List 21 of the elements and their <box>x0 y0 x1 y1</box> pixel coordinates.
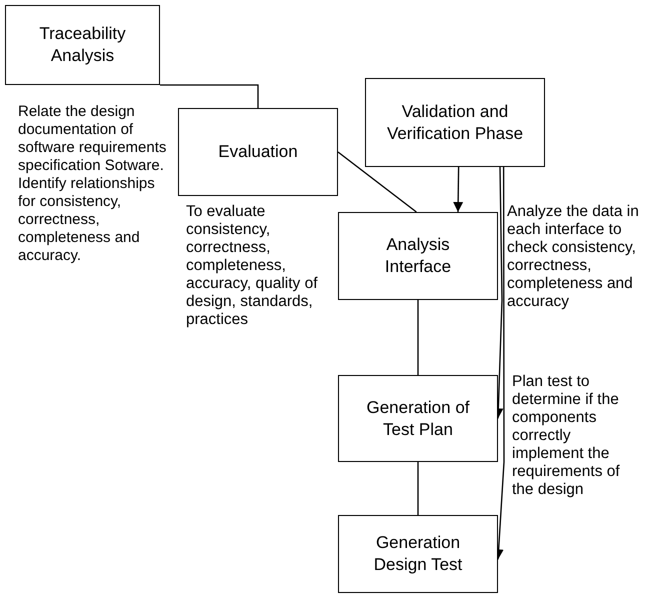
description-text: Plan test to determine if the components correctly implement the requirements of the design <box>512 373 621 499</box>
description-text: Relate the design documentation of software requirements specification Sotware. Identify relationships for consistency, correctness, completeness and accuracy. <box>18 103 168 265</box>
process-box <box>338 375 498 462</box>
process-box <box>178 108 338 196</box>
description-text: To evaluate consistency, correctness, completeness, accuracy, quality of design, standards, practices <box>186 203 319 329</box>
connector-line <box>160 84 259 108</box>
connector-line <box>417 462 419 515</box>
description-text: Analyze the data in each interface to check consistency, correctness, completeness and accuracy <box>507 203 640 311</box>
box-label: Analysis Interface <box>384 234 452 278</box>
process-box <box>338 515 498 593</box>
box-label: Generation of Test Plan <box>365 396 470 440</box>
connector-line <box>417 300 419 375</box>
box-label: Validation and Verification Phase <box>386 100 524 144</box>
box-label: Evaluation <box>218 141 298 163</box>
process-box <box>338 212 498 300</box>
process-box <box>365 78 545 167</box>
arrow <box>453 167 464 212</box>
process-box <box>5 5 160 85</box>
connector-line <box>338 151 417 213</box>
box-label: Traceability Analysis <box>38 23 127 67</box>
box-label: Generation Design Test <box>372 532 464 576</box>
